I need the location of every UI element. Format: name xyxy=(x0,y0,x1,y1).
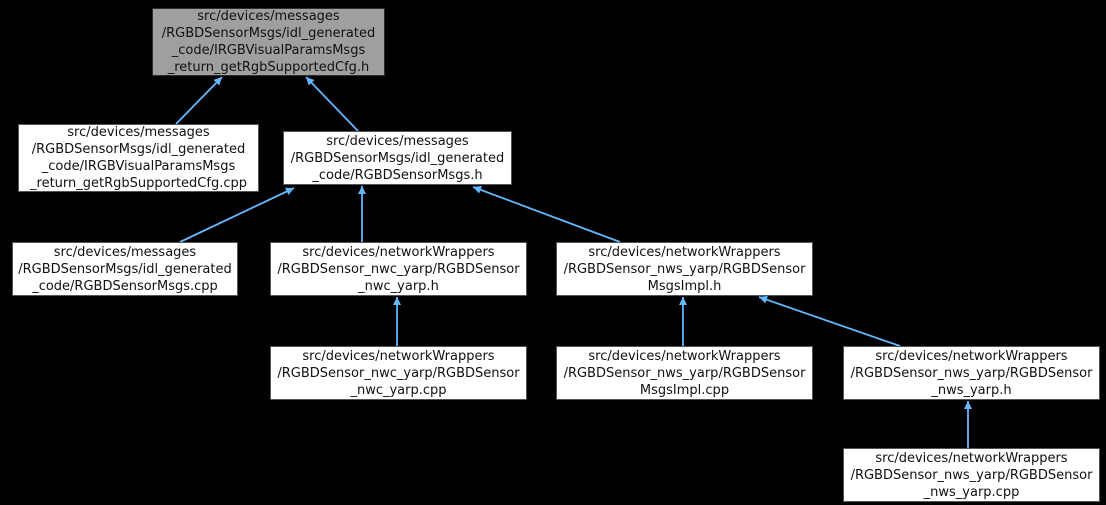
node-rgbdsensormsgs-h[interactable]: src/devices/messages /RGBDSensorMsgs/idl… xyxy=(283,131,512,185)
edge-n8-n5 xyxy=(758,295,901,347)
edge-n3-n2 xyxy=(179,187,295,243)
edge-n5-n2 xyxy=(472,186,621,243)
node-irgbvisualparamsmsgs-return-getrgbsupportedcfg-h: src/devices/messages /RGBDSensorMsgs/idl… xyxy=(152,8,385,76)
node-rgbdsensor-nwc-yarp-h[interactable]: src/devices/networkWrappers /RGBDSensor_… xyxy=(270,242,527,296)
edge-n2-n0 xyxy=(305,76,359,132)
edge-n1-n0 xyxy=(175,76,223,125)
node-rgbdsensor-nws-yarp-h[interactable]: src/devices/networkWrappers /RGBDSensor_… xyxy=(843,346,1100,400)
node-irgbvisualparamsmsgs-return-getrgbsupportedcfg-cpp[interactable]: src/devices/messages /RGBDSensorMsgs/idl… xyxy=(18,124,259,192)
node-rgbdsensor-nws-yarp-cpp[interactable]: src/devices/networkWrappers /RGBDSensor_… xyxy=(843,448,1100,502)
node-rgbdsensormsgsimpl-cpp[interactable]: src/devices/networkWrappers /RGBDSensor_… xyxy=(556,346,813,400)
node-rgbdsensor-nwc-yarp-cpp[interactable]: src/devices/networkWrappers /RGBDSensor_… xyxy=(270,346,527,400)
node-rgbdsensormsgsimpl-h[interactable]: src/devices/networkWrappers /RGBDSensor_… xyxy=(556,242,813,296)
node-rgbdsensormsgs-cpp[interactable]: src/devices/messages /RGBDSensorMsgs/idl… xyxy=(12,242,238,296)
